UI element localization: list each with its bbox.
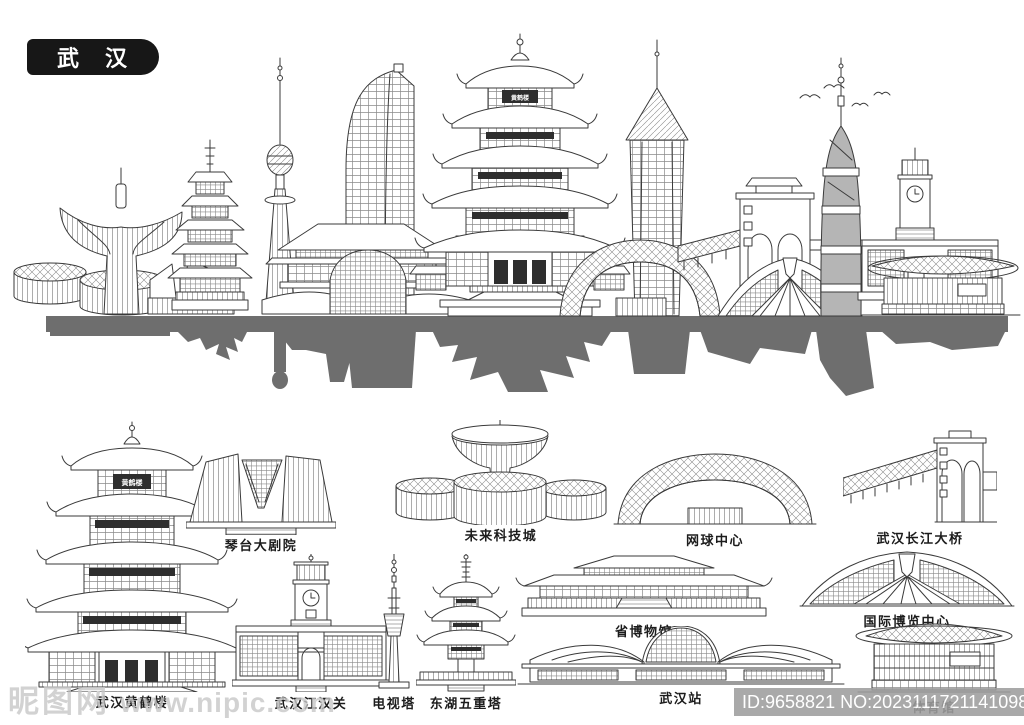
landmark-tv-tower: 电视塔 [370,554,418,712]
future-city-sketch [395,420,607,525]
tennis-center-sketch [613,453,817,525]
landmark-label: 省博物馆 [614,624,673,639]
landmark-east-lake-pagoda: 东湖五重塔 [416,554,516,712]
yellow-crane-tower-sketch: 黄鹤楼 [24,421,240,692]
skyline-pyramid-tower [625,39,689,317]
landmark-label: 武汉黄鹤楼 [95,695,169,710]
landmark-label: 琴台大剧院 [224,538,298,553]
jianghan-customs-sketch [232,554,390,692]
landmark-label: 体育馆 [912,700,956,715]
water-reflection [46,316,1008,396]
landmark-yellow-crane-tower: 黄鹤楼 武汉黄鹤楼 [24,420,240,710]
landmark-expo-center: 国际博览中心 [798,546,1016,630]
landmark-tennis-center: 网球中心 [612,446,818,548]
landmark-label: 电视塔 [372,696,416,711]
landmark-label: 未来科技城 [464,528,538,543]
city-title: 武 汉 [56,46,138,71]
landmark-label: 武汉站 [659,691,703,706]
qintai-theatre-sketch [186,453,336,535]
skyline-customs-house [857,147,1003,301]
landmark-label: 网球中心 [685,533,744,548]
birds [799,84,891,107]
skyline-illustration: 黄鹤楼 [13,33,1021,396]
landmark-provincial-museum: 省博物馆 [514,554,774,640]
landmark-wuhan-station: 武汉站 [516,626,846,706]
wuhan-station-sketch [517,626,845,685]
svg-text:黄鹤楼: 黄鹤楼 [511,94,529,102]
skyline-yellow-crane-tower: 黄鹤楼 [409,33,631,317]
landmark-jianghan-customs: 武汉江汉关 [232,554,390,712]
landmark-label: 武汉长江大桥 [876,531,964,546]
east-lake-pagoda-sketch [416,554,516,692]
landmark-future-city: 未来科技城 [394,420,608,543]
skyline-future-city-discs [13,262,165,316]
svg-text:黄鹤楼: 黄鹤楼 [121,478,142,487]
landmark-yangtze-bridge: 武汉长江大桥 [843,416,997,546]
gymnasium-sketch [855,623,1013,693]
landmark-label: 东湖五重塔 [429,696,503,711]
skyline-pagoda [167,139,253,311]
landmark-label: 武汉江汉关 [274,696,348,711]
landmark-gymnasium: 体育馆 [852,610,1016,716]
city-title-badge: 武 汉 [27,39,159,75]
expo-center-sketch [799,551,1015,607]
yangtze-bridge-sketch [843,430,997,523]
landmark-qintai-theatre: 琴台大剧院 [186,452,336,553]
provincial-museum-sketch [515,555,773,617]
skyline-gymnasium [861,255,1021,316]
skyline-oval-tower [820,57,862,317]
skyline-sculpture [59,167,183,315]
tv-tower-sketch [378,554,410,689]
